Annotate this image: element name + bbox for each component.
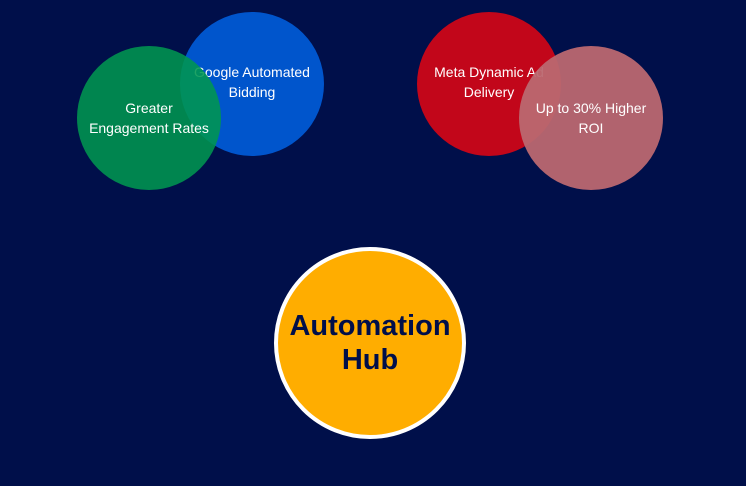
greater-engagement-rates-label: Greater Engagement Rates (89, 100, 209, 136)
higher-roi-label: Up to 30% Higher ROI (535, 100, 647, 136)
automation-hub-label: Automation Hub (289, 310, 451, 376)
automation-hub-node: Automation Hub (274, 247, 466, 439)
greater-engagement-rates-node: Greater Engagement Rates (77, 46, 221, 190)
meta-dynamic-ad-delivery-label: Meta Dynamic Ad Delivery (434, 64, 544, 100)
google-automated-bidding-label: Google Automated Bidding (194, 64, 310, 100)
higher-roi-node: Up to 30% Higher ROI (519, 46, 663, 190)
